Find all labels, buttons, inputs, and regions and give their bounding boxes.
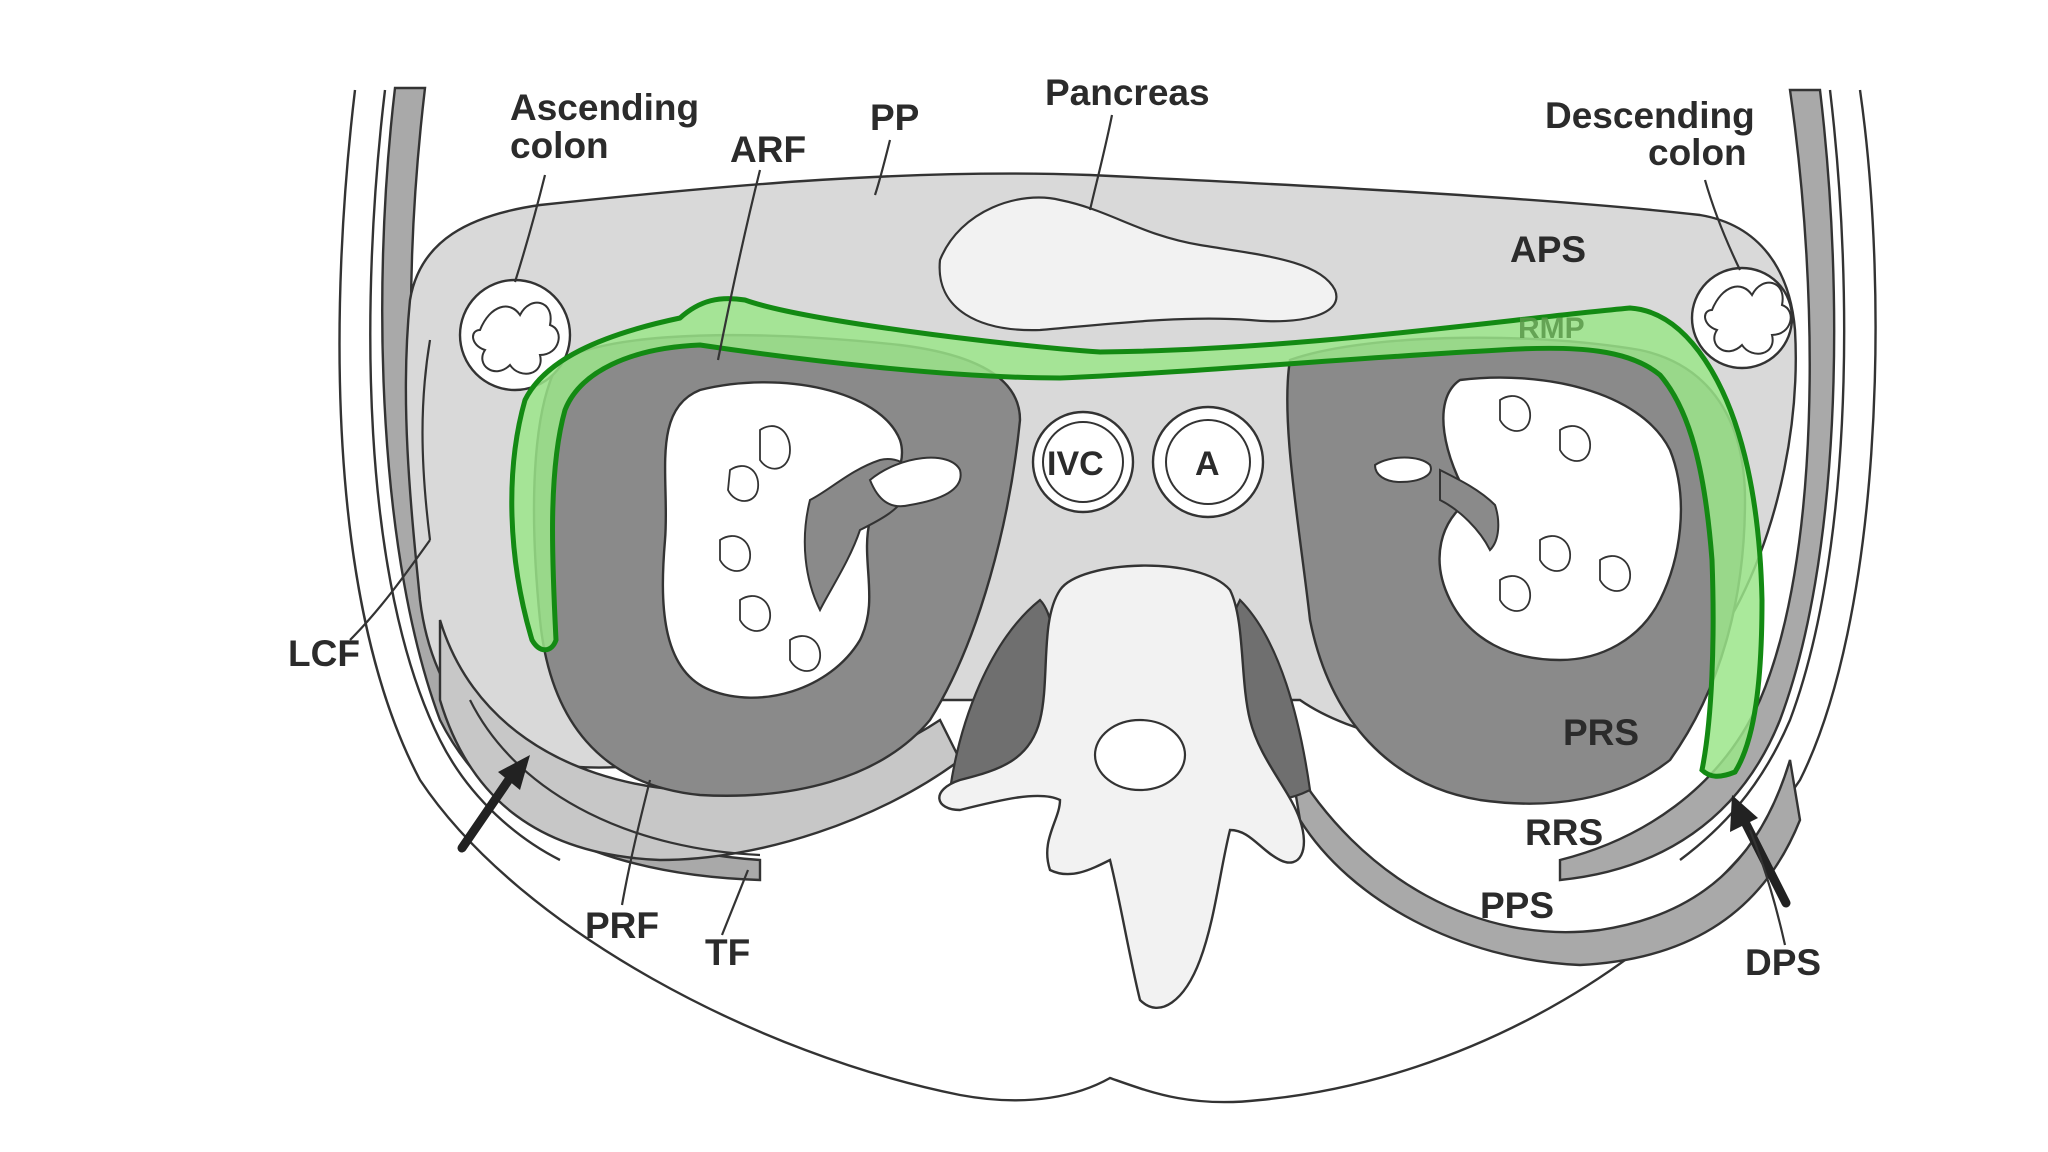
- left-arrow-shaft: [457, 770, 517, 853]
- right-posterior-band: [1288, 759, 1802, 967]
- body-outline: [338, 89, 1877, 1104]
- leader-descending-colon: [1703, 179, 1741, 271]
- label-aorta: A: [1195, 445, 1220, 483]
- label-lcf: LCF: [288, 633, 360, 674]
- label-rrs: RRS: [1525, 812, 1603, 853]
- spinal-canal: [1093, 718, 1187, 792]
- label-descending-colon-line1: Descending: [1545, 95, 1755, 136]
- label-tf: TF: [705, 932, 750, 973]
- left-kidney-calyces: [719, 425, 821, 672]
- pancreas: [938, 196, 1338, 332]
- descending-colon-folds: [1704, 281, 1792, 355]
- aorta-inner: [1165, 419, 1251, 505]
- leader-pp: [873, 139, 892, 196]
- label-ivc: IVC: [1047, 445, 1104, 483]
- label-aps: APS: [1510, 229, 1586, 270]
- left-renal-pelvis: [868, 456, 962, 508]
- right-renal-pelvis: [1373, 456, 1432, 484]
- left-kidney: [661, 381, 904, 699]
- left-arrow-head: [498, 755, 530, 790]
- leader-pancreas: [1088, 114, 1114, 211]
- right-abdominal-wall: [1558, 88, 1836, 882]
- leader-arf: [716, 169, 762, 361]
- label-ascending-colon-line1: Ascending: [510, 87, 699, 128]
- right-arrow-head: [1730, 795, 1758, 832]
- label-rmp: RMP: [1518, 312, 1585, 345]
- leader-tf: [720, 869, 750, 936]
- label-pp: PP: [870, 97, 919, 138]
- leader-prf: [620, 779, 652, 906]
- label-pancreas: Pancreas: [1045, 72, 1210, 113]
- transversalis-fascia-line: [469, 699, 761, 857]
- descending-colon: [1690, 266, 1794, 370]
- ascending-colon-folds: [472, 301, 560, 375]
- leader-lcf: [349, 539, 431, 641]
- label-descending-colon-line2: colon: [1648, 132, 1747, 173]
- leader-ascending-colon: [513, 174, 547, 283]
- rmp-highlight: [509, 296, 1765, 779]
- label-dps: DPS: [1745, 942, 1821, 983]
- label-ascending-colon-line2: colon: [510, 125, 609, 166]
- label-arf: ARF: [730, 129, 806, 170]
- lateroconal-fascia-line: [421, 339, 432, 541]
- body-outline-inner: [369, 89, 561, 862]
- right-kidney-calyces: [1499, 395, 1631, 612]
- label-prf: PRF: [585, 905, 659, 946]
- label-prs: PRS: [1563, 712, 1639, 753]
- leader-dps: [1748, 829, 1787, 946]
- ivc-inner: [1042, 421, 1124, 503]
- label-pps: PPS: [1480, 885, 1554, 926]
- right-renal-sinus: [1439, 468, 1500, 552]
